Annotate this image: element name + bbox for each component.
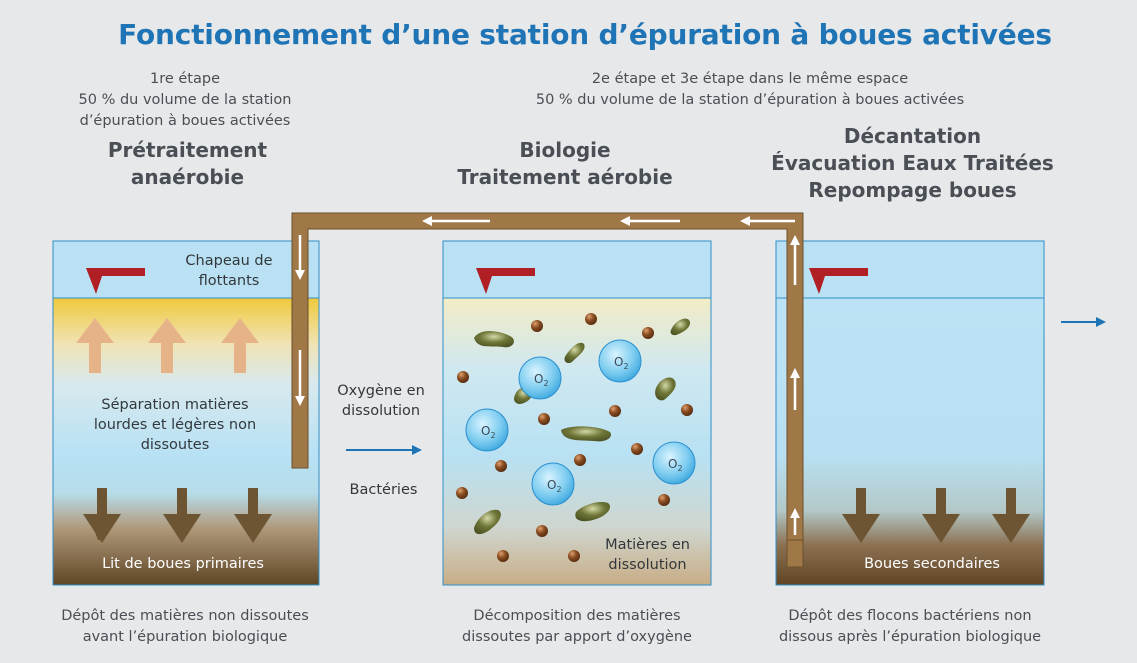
cap-label-line2: flottants	[198, 273, 260, 289]
cap-label-line1: Chapeau de	[185, 253, 273, 269]
caption-middle-line2: dissoutes par apport d’oxygène	[462, 629, 692, 645]
step23-description: 2e étape et 3e étape dans le même espace…	[450, 69, 1050, 111]
up-arrow-icon	[76, 318, 114, 373]
secondary-sludge-label: Boues secondaires	[864, 556, 1000, 572]
primary-sludge-label: Lit de boues primaires	[102, 556, 264, 572]
step23-line1: 2e étape et 3e étape dans le même espace	[591, 71, 909, 87]
up-arrow-icon	[148, 318, 186, 373]
oxygen-bubble-icon	[518, 356, 562, 400]
caption-middle-line1: Décomposition des matières	[473, 608, 681, 624]
oxygen-line2: dissolution	[341, 403, 421, 419]
dissolved-line1: Matières en	[605, 537, 690, 553]
bacteria-icon	[670, 318, 691, 336]
caption-right-line1: Dépôt des flocons bactériens non	[788, 608, 1032, 624]
caption-left-line2: avant l’épuration biologique	[82, 629, 288, 645]
oxygen-bubble-labels: O2 O2 O2 O2 O2	[481, 355, 683, 494]
down-arrow-icon	[922, 488, 960, 543]
separation-line1: Séparation matières	[101, 397, 249, 413]
down-arrow-icon	[163, 488, 201, 543]
oxygen-label: Oxygène en dissolution	[326, 381, 436, 421]
step1-line2: 50 % du volume de la station	[78, 92, 292, 108]
separation-line3: dissoutes	[140, 437, 210, 453]
flow-arrows	[346, 317, 1106, 455]
step23-line2: 50 % du volume de la station d’épuration…	[535, 92, 965, 108]
stage-right-line3: Repompage boues	[808, 178, 1017, 202]
stage-right-line2: Évacuation Eaux Traitées	[771, 151, 1054, 175]
oxygen-bubble-icon	[531, 462, 575, 506]
right-arrow-icon	[412, 445, 422, 455]
up-arrow-icon	[221, 318, 259, 373]
stage-middle-line1: Biologie	[519, 138, 611, 162]
o2-label: O2	[534, 372, 549, 388]
oxygen-bubbles	[465, 339, 696, 506]
bacteria-icon	[561, 426, 612, 442]
tank3-body	[775, 297, 1045, 586]
o2-label: O2	[547, 478, 562, 494]
o2-label: O2	[668, 457, 683, 473]
caption-right: Dépôt des flocons bactériens non dissous…	[755, 606, 1065, 648]
oxygen-bubble-icon	[652, 441, 696, 485]
pipe-flow-arrows	[295, 216, 800, 535]
separation-line2: lourdes et légères non	[93, 417, 257, 433]
down-arrow-icon	[992, 488, 1030, 543]
bacteria-icon	[474, 509, 501, 535]
pipe-bottom-elbow	[786, 539, 804, 568]
o2-label: O2	[614, 355, 629, 371]
separation-label: Séparation matières lourdes et légères n…	[60, 395, 290, 455]
level-marker-icons	[86, 268, 868, 294]
bacteria-label: Bactéries	[349, 482, 418, 498]
bacteria-icon	[655, 377, 676, 401]
stage-right-line1: Décantation	[843, 124, 982, 148]
settling-arrows	[83, 488, 1030, 543]
bacteria-flocs	[474, 318, 691, 535]
stage-left-title: Prétraitement anaérobie	[55, 137, 320, 191]
stage-left-line1: Prétraitement	[107, 138, 268, 162]
caption-left: Dépôt des matières non dissoutes avant l…	[40, 606, 330, 648]
caption-right-line2: dissous après l’épuration biologique	[778, 629, 1042, 645]
stage-middle-title: Biologie Traitement aérobie	[420, 137, 710, 191]
stage-right-title: Décantation Évacuation Eaux Traitées Rep…	[765, 123, 1060, 204]
oxygen-line1: Oxygène en	[337, 383, 425, 399]
rising-arrows	[76, 318, 259, 373]
down-arrow-icon	[83, 488, 121, 543]
dissolved-matter-label: Matières en dissolution	[585, 535, 710, 575]
stage-left-line2: anaérobie	[130, 165, 245, 189]
bacteria-icon	[474, 331, 514, 348]
down-arrow-icon	[234, 488, 272, 543]
bacteria-icon	[564, 342, 585, 364]
level-marker-icon	[476, 268, 535, 294]
down-arrow-icon	[842, 488, 880, 543]
stage-middle-line2: Traitement aérobie	[457, 165, 673, 189]
o2-label: O2	[481, 424, 496, 440]
caption-middle: Décomposition des matières dissoutes par…	[432, 606, 722, 648]
right-arrow-icon	[1096, 317, 1106, 327]
cap-label: Chapeau de flottants	[170, 251, 288, 291]
level-marker-icon	[809, 268, 868, 294]
step1-description: 1re étape 50 % du volume de la station d…	[60, 69, 310, 132]
bacteria-icon	[575, 502, 611, 522]
page-title: Fonctionnement d’une station d’épuration…	[118, 18, 1052, 51]
step1-line3: d’épuration à boues activées	[79, 113, 291, 129]
particles	[456, 313, 693, 562]
step1-line1: 1re étape	[149, 71, 220, 87]
oxygen-bubble-icon	[465, 408, 509, 452]
caption-left-line1: Dépôt des matières non dissoutes	[61, 608, 309, 624]
dissolved-line2: dissolution	[608, 557, 687, 573]
level-marker-icon	[86, 268, 145, 294]
oxygen-bubble-icon	[598, 339, 642, 383]
